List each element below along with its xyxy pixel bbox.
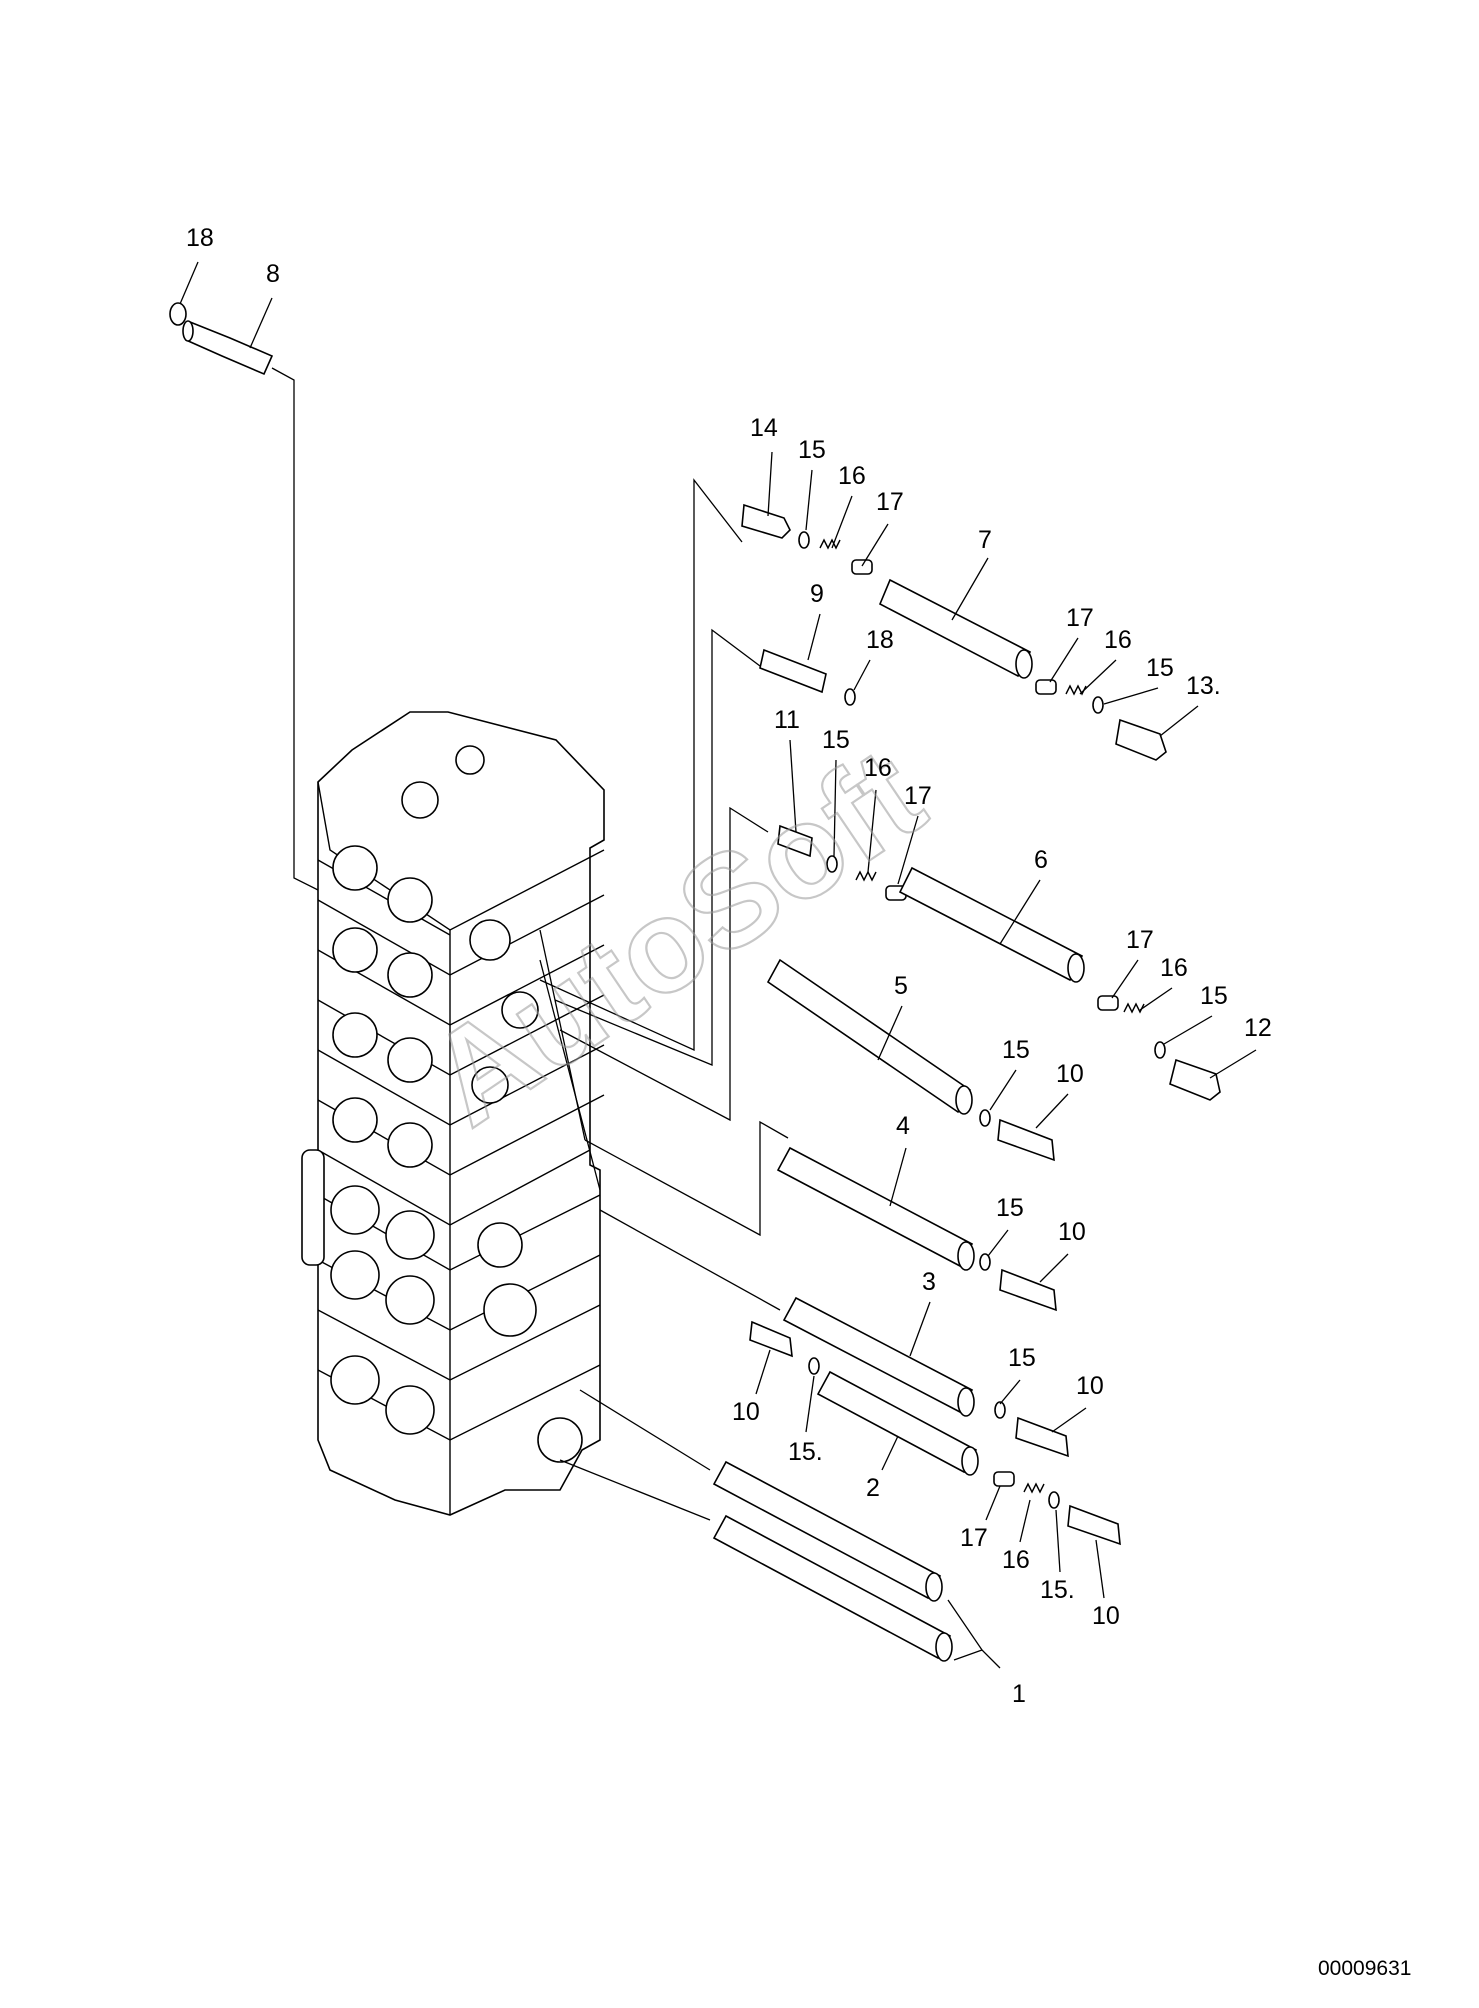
part-7-spool: [878, 578, 1033, 679]
callout-14: 14: [750, 414, 778, 442]
part-16-spring-e: [1023, 1482, 1045, 1494]
part-15-oring-h: [994, 1401, 1006, 1419]
part-4-spool: [776, 1146, 975, 1271]
callout-15e: 15: [1002, 1036, 1030, 1064]
callout-8: 8: [266, 260, 280, 288]
part-16-spring-d: [1123, 1002, 1145, 1014]
part-15-oring-f: [979, 1253, 991, 1271]
callout-3: 3: [922, 1268, 936, 1296]
callout-16c: 16: [864, 754, 892, 782]
drawing-id: 00009631: [1318, 1957, 1411, 1980]
callout-10c: 10: [1076, 1372, 1104, 1400]
part-16-spring-b: [1065, 684, 1087, 696]
port-holes: [330, 745, 583, 1463]
part-15-oring-c: [826, 855, 838, 873]
part-10-cap-e: [1067, 1504, 1121, 1546]
part-17-retainer-b: [1035, 679, 1057, 695]
callout-15h: 15.: [788, 1438, 823, 1466]
leader-lines: [271, 367, 789, 1521]
callout-15d: 15: [1200, 982, 1228, 1010]
part-12-plug: [1169, 1058, 1221, 1101]
part-10-cap-d: [1015, 1416, 1069, 1458]
callout-2: 2: [866, 1474, 880, 1502]
part-15-oring-b: [1092, 696, 1104, 714]
part-6-spool: [898, 866, 1085, 983]
callout-labels: 18814151617791817161513.1115161761716151…: [186, 224, 1272, 1708]
callout-10a: 10: [1056, 1060, 1084, 1088]
part-15-oring-g: [808, 1357, 820, 1375]
callout-18b: 18: [866, 626, 894, 654]
callout-16a: 16: [838, 462, 866, 490]
callout-leaders: [179, 261, 1257, 1669]
callout-11: 11: [774, 706, 800, 734]
part-1-spool-set: [712, 1460, 953, 1662]
part-5-spool: [766, 958, 973, 1115]
callout-15b: 15: [1146, 654, 1174, 682]
part-16-spring-a: [819, 538, 841, 550]
callout-12: 12: [1244, 1014, 1272, 1042]
part-15-oring-a: [798, 531, 810, 549]
part-13-plug: [1115, 718, 1167, 761]
part-10-cap-c: [749, 1320, 793, 1358]
callout-10e: 10: [1092, 1602, 1120, 1630]
part-2-spool: [816, 1370, 979, 1476]
callout-15f: 15: [996, 1194, 1024, 1222]
callout-10d: 10: [732, 1398, 760, 1426]
callout-4: 4: [896, 1112, 910, 1140]
part-18-oring-b: [844, 688, 856, 706]
callout-1: 1: [1012, 1680, 1026, 1708]
part-17-retainer-d: [1097, 995, 1119, 1011]
callout-16b: 16: [1104, 626, 1132, 654]
callout-17b: 17: [1066, 604, 1094, 632]
part-8-plug: [182, 320, 274, 376]
callout-17c: 17: [904, 782, 932, 810]
part-15-oring-e: [979, 1109, 991, 1127]
callout-17d: 17: [1126, 926, 1154, 954]
callout-5: 5: [894, 972, 908, 1000]
part-10-cap-b: [999, 1268, 1057, 1312]
callout-17e: 17: [960, 1524, 988, 1552]
part-9-plug: [759, 648, 827, 694]
valve-body: [301, 711, 605, 1516]
callout-16e: 16: [1002, 1546, 1030, 1574]
callout-15c: 15: [822, 726, 850, 754]
part-15-oring-i: [1048, 1491, 1060, 1509]
callout-15i: 15.: [1040, 1576, 1075, 1604]
callout-6: 6: [1034, 846, 1048, 874]
part-10-cap-a: [997, 1118, 1055, 1162]
callout-15a: 15: [798, 436, 826, 464]
callout-17a: 17: [876, 488, 904, 516]
callout-16d: 16: [1160, 954, 1188, 982]
callout-15g: 15: [1008, 1344, 1036, 1372]
part-17-retainer-e: [993, 1471, 1015, 1487]
callout-9: 9: [810, 580, 824, 608]
callout-13: 13.: [1186, 672, 1221, 700]
part-15-oring-d: [1154, 1041, 1166, 1059]
part-3-spool: [782, 1296, 975, 1417]
callout-7: 7: [978, 526, 992, 554]
part-14-plug: [741, 503, 791, 539]
part-11-plug: [777, 824, 813, 858]
callout-10b: 10: [1058, 1218, 1086, 1246]
part-18-oring-top: [169, 302, 187, 326]
callout-18a: 18: [186, 224, 214, 252]
part-16-spring-c: [855, 870, 877, 882]
part-17-retainer-a: [851, 559, 873, 575]
